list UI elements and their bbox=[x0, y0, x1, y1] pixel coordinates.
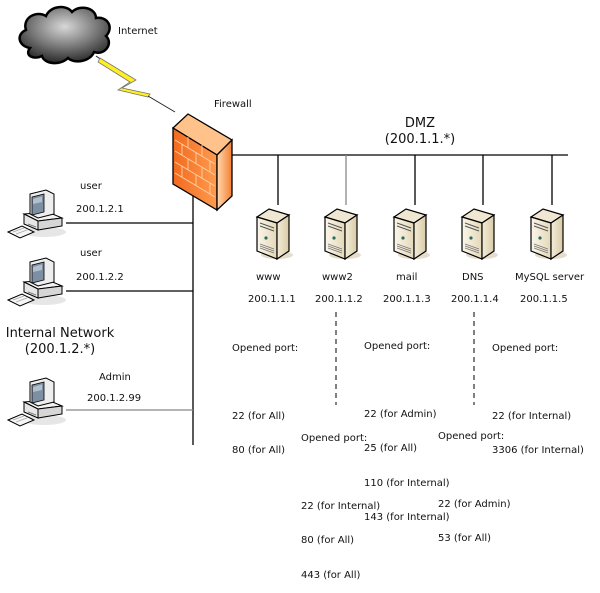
port-entry: 22 (for Internal) bbox=[301, 500, 381, 512]
firewall-label: Firewall bbox=[214, 99, 252, 110]
internet-cloud-icon bbox=[18, 5, 111, 65]
firewall-icon bbox=[171, 113, 234, 212]
pc-user2-icon bbox=[7, 257, 67, 307]
internal-bus-line bbox=[66, 188, 194, 445]
client-role: Admin bbox=[99, 372, 131, 383]
port-entry: 443 (for All) bbox=[301, 569, 361, 581]
client-role: user bbox=[80, 248, 102, 259]
port-entry: 22 (for Internal) bbox=[492, 410, 572, 422]
server-ip: 200.1.1.5 bbox=[520, 294, 568, 305]
ports-title: Opened port: bbox=[232, 343, 299, 354]
port-entry: 3306 (for Internal) bbox=[492, 445, 584, 456]
pc-admin-icon bbox=[7, 377, 67, 427]
network-diagram bbox=[7, 5, 568, 445]
client-ip: 200.1.2.1 bbox=[76, 204, 124, 215]
port-separator-lines bbox=[335, 312, 475, 405]
port-entry: 53 (for All) bbox=[438, 533, 492, 544]
server-name: www bbox=[256, 272, 281, 283]
client-role: 200.1.2.2 bbox=[76, 272, 124, 283]
server-dns-icon bbox=[461, 208, 499, 260]
port-entry: 25 (for All) bbox=[364, 443, 418, 454]
server-name: mail bbox=[396, 272, 418, 283]
ports-dns: Opened port: 22 (for Admin) 53 (for All) bbox=[438, 408, 511, 556]
dmz-title: DMZ bbox=[404, 116, 436, 131]
internal-network-subnet: (200.1.2.*) bbox=[24, 342, 96, 357]
port-entry: 80 (for All) bbox=[301, 535, 355, 546]
ports-title: Opened port: bbox=[438, 431, 505, 442]
lightning-link-icon bbox=[95, 55, 176, 113]
ports-title: Opened port: bbox=[301, 433, 368, 444]
port-entry: 22 (for Admin) bbox=[438, 498, 511, 510]
server-ip: 200.1.1.4 bbox=[451, 294, 499, 305]
server-ip: 200.1.1.3 bbox=[383, 294, 431, 305]
ports-title: Opened port: bbox=[364, 341, 431, 352]
server-name: DNS bbox=[462, 272, 484, 283]
server-www-icon bbox=[256, 208, 294, 260]
port-entry: 22 (for Admin) bbox=[364, 408, 437, 420]
dmz-bus-line bbox=[226, 154, 568, 205]
server-name: www2 bbox=[322, 272, 353, 283]
ports-www2: Opened port: 22 (for Internal) 80 (for A… bbox=[301, 410, 380, 593]
server-www2-icon bbox=[324, 208, 362, 260]
server-mysql-icon bbox=[530, 208, 568, 260]
port-entry: 80 (for All) bbox=[232, 445, 286, 456]
ports-mysql: Opened port: 22 (for Internal) 3306 (for… bbox=[492, 320, 584, 468]
client-role: user bbox=[80, 181, 102, 192]
server-mail-icon bbox=[393, 208, 431, 260]
server-name: MySQL server bbox=[515, 272, 585, 283]
ports-www: Opened port: 22 (for All) 80 (for All) bbox=[232, 320, 298, 468]
server-ip: 200.1.1.2 bbox=[315, 294, 363, 305]
port-entry: 22 (for All) bbox=[232, 410, 286, 422]
client-ip: 200.1.2.99 bbox=[87, 393, 142, 404]
internet-label: Internet bbox=[118, 26, 158, 37]
dmz-subnet: (200.1.1.*) bbox=[384, 132, 456, 147]
ports-title: Opened port: bbox=[492, 343, 559, 354]
server-ip: 200.1.1.1 bbox=[248, 294, 296, 305]
pc-user1-icon bbox=[7, 189, 67, 239]
internal-network-title: Internal Network bbox=[5, 326, 115, 341]
